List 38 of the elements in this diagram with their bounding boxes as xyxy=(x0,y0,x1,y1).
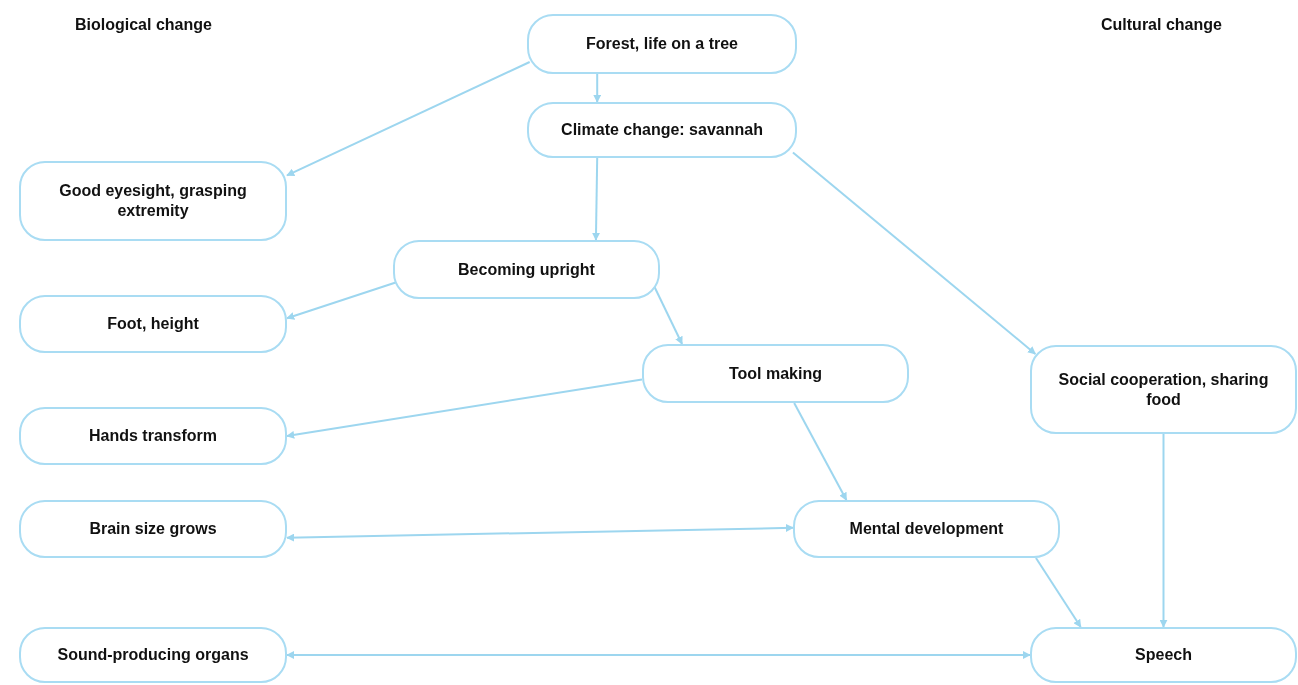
arrow xyxy=(791,151,1037,355)
arrow xyxy=(286,378,643,439)
node-label: Becoming upright xyxy=(458,259,595,280)
rounded-box xyxy=(19,161,287,241)
arrow xyxy=(286,281,397,320)
rounded-box xyxy=(19,407,287,465)
rounded-box xyxy=(527,14,797,74)
arrow xyxy=(286,524,794,542)
node-label: Hands transform xyxy=(89,426,217,446)
arrow xyxy=(593,73,602,103)
node-label: Good eyesight, grasping extremity xyxy=(58,181,248,221)
node-label: Speech xyxy=(1135,645,1192,665)
arrow xyxy=(1034,557,1082,628)
rounded-box xyxy=(527,102,797,158)
node-label: Brain size grows xyxy=(89,519,217,539)
node-label: Foot, height xyxy=(107,314,199,334)
node-label: Social cooperation, sharing food xyxy=(1057,369,1270,410)
node-label: Tool making xyxy=(728,363,822,384)
rounded-box xyxy=(19,500,287,558)
arrow xyxy=(286,651,1031,659)
node-label: Sound-producing organs xyxy=(57,645,249,665)
arrow xyxy=(793,402,848,501)
rounded-box xyxy=(642,344,909,403)
arrow xyxy=(653,286,684,345)
rounded-box xyxy=(1030,345,1297,434)
column-heading: Biological change xyxy=(75,16,212,34)
node-label: Forest, life on a tree xyxy=(585,34,738,54)
rounded-box xyxy=(19,627,287,683)
rounded-box xyxy=(793,500,1060,558)
column-heading: Cultural change xyxy=(1101,16,1222,34)
rounded-box xyxy=(393,240,660,299)
arrow xyxy=(286,61,531,177)
rounded-box xyxy=(19,295,287,353)
arrow xyxy=(1159,433,1168,628)
node-label: Climate change: savannah xyxy=(561,120,763,140)
arrow xyxy=(592,157,601,241)
node-label: Mental development xyxy=(849,519,1004,539)
rounded-box xyxy=(1030,627,1297,683)
